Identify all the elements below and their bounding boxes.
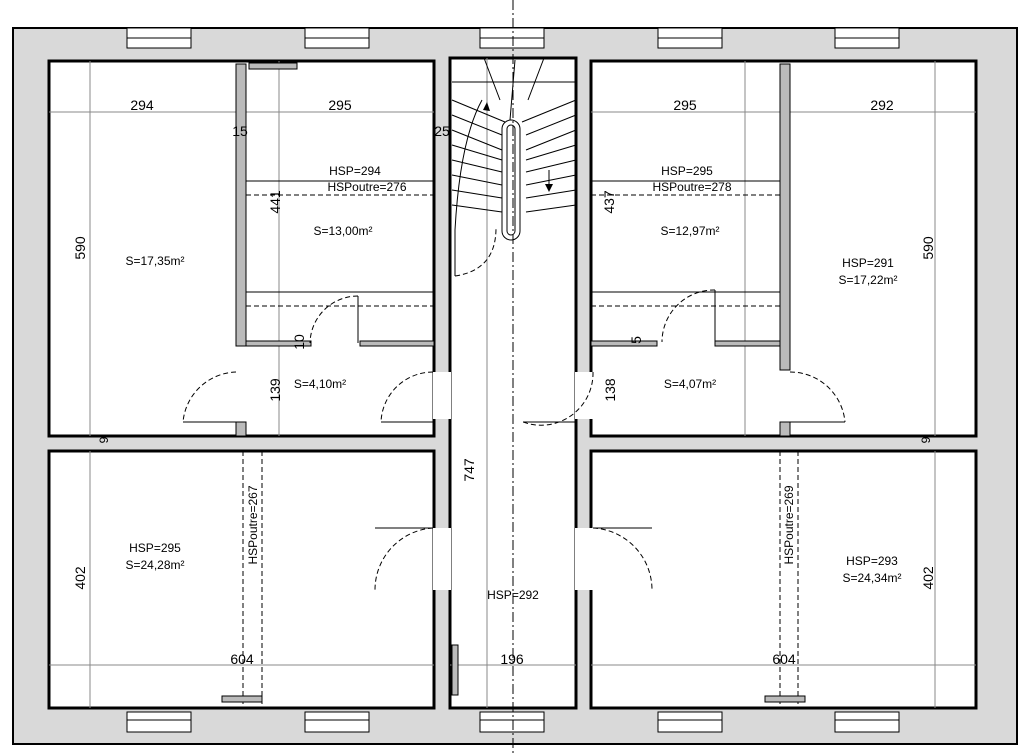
dim-wall-5: 5 <box>628 336 644 344</box>
partitions-top-right <box>590 63 791 437</box>
hsp-poutre-bottom-right: HSPoutre=269 <box>782 485 796 564</box>
hsp-top-left-bath: HSP=294 <box>329 164 381 178</box>
area-top-right-bedroom: S=17,22m² <box>838 273 897 287</box>
hsp-bottom-right: HSP=293 <box>846 554 898 568</box>
margin-mark-right: 9 <box>919 436 933 443</box>
top-windows <box>126 27 900 49</box>
margin-mark-left: 9 <box>97 436 111 443</box>
staircase <box>451 57 577 277</box>
dim-wall-15: 15 <box>232 123 248 139</box>
hsp-top-right-bath: HSP=295 <box>661 164 713 178</box>
area-top-left-bedroom: S=17,35m² <box>125 254 184 268</box>
dim-height-top-right: 590 <box>920 236 936 260</box>
hsp-poutre-top-right-bath: HSPoutre=278 <box>652 180 731 194</box>
dim-width-top-right-bedroom: 292 <box>870 97 894 113</box>
dim-height-top-left: 590 <box>72 236 88 260</box>
dim-depth-right-entry: 138 <box>602 378 618 402</box>
beam-lines-bottom <box>221 451 806 708</box>
area-top-left-bath: S=13,00m² <box>313 224 372 238</box>
dim-width-top-left-bedroom: 294 <box>130 97 154 113</box>
hsp-poutre-top-left-bath: HSPoutre=276 <box>327 180 406 194</box>
dim-corridor-length: 747 <box>461 458 477 482</box>
dim-width-top-left-bath: 295 <box>328 97 352 113</box>
hsp-top-right-bedroom: HSP=291 <box>842 256 894 270</box>
hsp-poutre-bottom-left: HSPoutre=267 <box>246 485 260 564</box>
area-top-right-entry: S=4,07m² <box>664 377 716 391</box>
dim-width-bottom-right: 604 <box>772 651 796 667</box>
corridor-door-openings <box>433 372 593 590</box>
dim-height-bottom-left: 402 <box>72 566 88 590</box>
dim-width-bottom-left: 604 <box>230 651 254 667</box>
dimension-labels: 294 295 15 25 295 292 590 590 441 437 10… <box>72 97 936 667</box>
partitions-top-left <box>235 62 435 437</box>
area-bottom-left: S=24,28m² <box>125 558 184 572</box>
dim-depth-right-bath: 437 <box>601 190 617 214</box>
hsp-bottom-left: HSP=295 <box>129 541 181 555</box>
door-swings <box>182 289 846 591</box>
area-top-left-entry: S=4,10m² <box>294 377 346 391</box>
dimension-lines <box>49 58 976 708</box>
dim-depth-left-entry: 139 <box>267 378 283 402</box>
area-bottom-right: S=24,34m² <box>842 571 901 585</box>
dim-width-corridor: 196 <box>500 651 524 667</box>
bottom-windows <box>126 711 900 733</box>
room-annotations: S=17,35m² HSP=294 HSPoutre=276 S=13,00m²… <box>125 164 901 602</box>
hsp-corridor: HSP=292 <box>487 588 539 602</box>
dim-depth-left-bath: 441 <box>267 190 283 214</box>
area-top-right-bath: S=12,97m² <box>660 224 719 238</box>
dim-height-bottom-right: 402 <box>920 566 936 590</box>
dim-wall-25: 25 <box>434 123 450 139</box>
dim-wall-10: 10 <box>291 334 307 350</box>
dim-width-top-right-bath: 295 <box>673 97 697 113</box>
